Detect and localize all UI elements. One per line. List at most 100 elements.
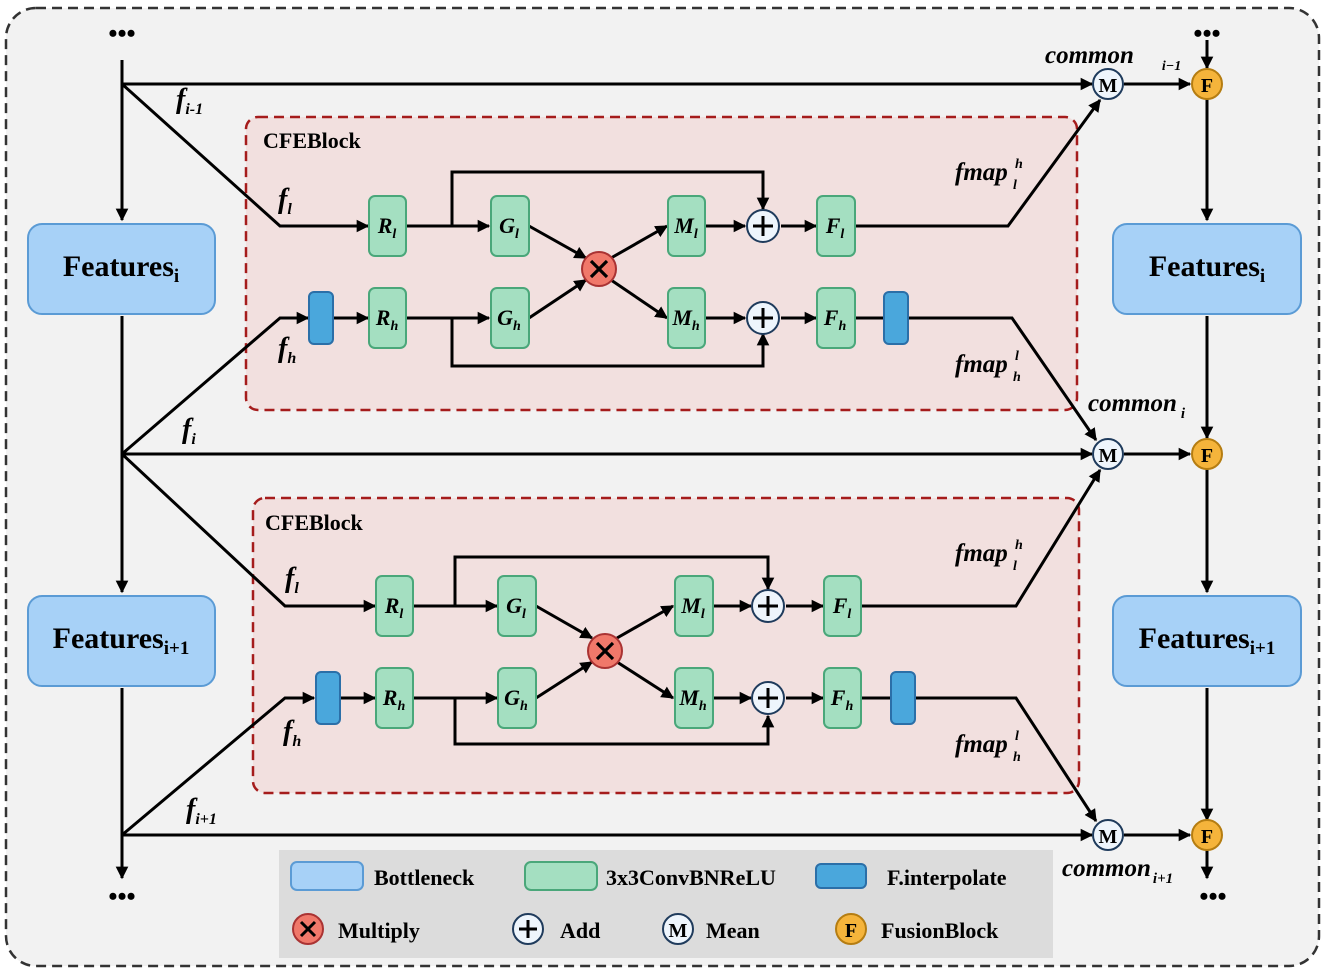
legend-mean: M Mean: [662, 913, 760, 945]
svg-text:F: F: [1201, 826, 1213, 848]
node-f-h-top: Fh: [816, 287, 856, 349]
legend-interp: F.interpolate: [815, 863, 1007, 890]
legend-conv: 3x3ConvBNReLU: [524, 861, 776, 891]
svg-text:Ml: Ml: [673, 213, 698, 242]
label-fmap-hl-top: fmap l h: [955, 349, 1021, 385]
svg-text:Gh: Gh: [497, 305, 521, 334]
cfe-block-label: CFEBlock: [263, 128, 362, 153]
svg-text:Gl: Gl: [499, 213, 519, 242]
label-fmap-lh-top: fmap h l: [955, 157, 1023, 193]
svg-text:fmap: fmap: [955, 351, 1008, 378]
label-f-next: fi+1: [186, 794, 217, 828]
svg-text:fmap: fmap: [955, 731, 1008, 758]
node-g-l-top: Gl: [490, 195, 530, 257]
svg-text:Fh: Fh: [830, 685, 854, 714]
svg-text:Ml: Ml: [680, 593, 705, 622]
add-icon: [751, 589, 785, 623]
svg-text:3x3ConvBNReLU: 3x3ConvBNReLU: [606, 865, 776, 890]
continuation-dots-top-left: •••: [108, 19, 135, 48]
svg-text:Featuresi+1: Featuresi+1: [1139, 622, 1276, 659]
svg-text:Featuresi+1: Featuresi+1: [53, 622, 190, 659]
svg-text:Mh: Mh: [671, 305, 700, 334]
label-fmap-hl-bottom: fmap l h: [955, 729, 1021, 765]
multiply-icon: [587, 633, 623, 669]
node-g-l-bottom: Gl: [497, 575, 537, 637]
label-fmap-lh-bottom: fmap h l: [955, 538, 1023, 574]
features-i-right: Featuresi: [1112, 223, 1302, 315]
mean-icon: M: [1092, 438, 1124, 470]
svg-text:F.interpolate: F.interpolate: [887, 865, 1007, 890]
legend-multiply: Multiply: [292, 913, 420, 945]
bottleneck-swatch: [290, 861, 364, 891]
label-f-l-bottom: fl: [285, 563, 299, 597]
legend-background: [279, 850, 1053, 958]
node-m-l-top: Ml: [667, 195, 706, 257]
svg-text:Featuresi: Featuresi: [1149, 250, 1265, 287]
svg-text:Gl: Gl: [506, 593, 526, 622]
node-r-l-bottom: Rl: [375, 575, 414, 637]
legend-bottleneck: Bottleneck: [290, 861, 475, 891]
node-r-h-bottom: Rh: [375, 667, 414, 729]
label-f-prev: fi-1: [176, 84, 203, 118]
svg-text:h: h: [1015, 157, 1023, 172]
label-f-l-top: fl: [278, 184, 292, 218]
svg-text:Mean: Mean: [706, 918, 760, 943]
svg-text:M: M: [1099, 75, 1118, 97]
mean-icon: M: [1092, 819, 1124, 851]
svg-text:F: F: [1201, 75, 1213, 97]
svg-text:Gh: Gh: [504, 685, 528, 714]
svg-text:F: F: [1201, 445, 1213, 467]
svg-text:l: l: [1015, 349, 1019, 364]
svg-text:Rh: Rh: [375, 305, 399, 334]
continuation-dots-top-right: •••: [1193, 19, 1220, 48]
node-r-l-top: Rl: [368, 195, 407, 257]
node-g-h-top: Gh: [490, 287, 530, 349]
fusion-icon: F: [1191, 68, 1223, 100]
node-r-h-top: Rh: [368, 287, 407, 349]
label-f-i: fi: [182, 414, 196, 448]
node-f-l-top: Fl: [816, 195, 856, 257]
cfe-block-bottom: CFEBlock: [251, 496, 1081, 795]
label-f-h-top: fh: [278, 333, 296, 367]
svg-text:l: l: [1015, 729, 1019, 744]
svg-text:M: M: [669, 920, 688, 942]
fusion-icon: F: [1191, 819, 1223, 851]
node-m-h-bottom: Mh: [674, 667, 714, 729]
mean-icon: [662, 913, 694, 945]
cfe-block-label: CFEBlock: [265, 510, 364, 535]
svg-text:Multiply: Multiply: [338, 918, 420, 943]
svg-text:Featuresi: Featuresi: [63, 250, 179, 287]
legend-add: Add: [512, 913, 600, 945]
svg-text:M: M: [1099, 445, 1118, 467]
svg-text:Bottleneck: Bottleneck: [374, 865, 475, 890]
fusion-icon: [835, 913, 867, 945]
svg-text:Rl: Rl: [384, 593, 404, 622]
continuation-dots-bottom-left: •••: [108, 882, 135, 911]
add-icon: [746, 301, 780, 335]
svg-text:Add: Add: [560, 918, 600, 943]
node-g-h-bottom: Gh: [497, 667, 537, 729]
continuation-dots-bottom-right: •••: [1199, 882, 1226, 911]
add-icon: [746, 209, 780, 243]
svg-text:h: h: [1015, 538, 1023, 553]
svg-text:h: h: [1013, 370, 1021, 385]
multiply-icon: [299, 920, 317, 938]
svg-text:fmap: fmap: [955, 540, 1008, 567]
add-icon: [751, 681, 785, 715]
svg-text:h: h: [1013, 750, 1021, 765]
multiply-icon: [581, 251, 617, 287]
interpolate-block-out-top: [883, 291, 909, 345]
svg-text:l: l: [1013, 559, 1017, 574]
node-m-h-top: Mh: [667, 287, 706, 349]
add-icon: [519, 920, 537, 938]
cfe-block-top: CFEBlock: [244, 115, 1079, 412]
fusion-icon: F: [1191, 438, 1223, 470]
node-f-l-bottom: Fl: [823, 575, 862, 637]
wires: [115, 40, 1214, 880]
node-f-h-bottom: Fh: [823, 667, 862, 729]
legend-fusion: F FusionBlock: [835, 913, 999, 945]
